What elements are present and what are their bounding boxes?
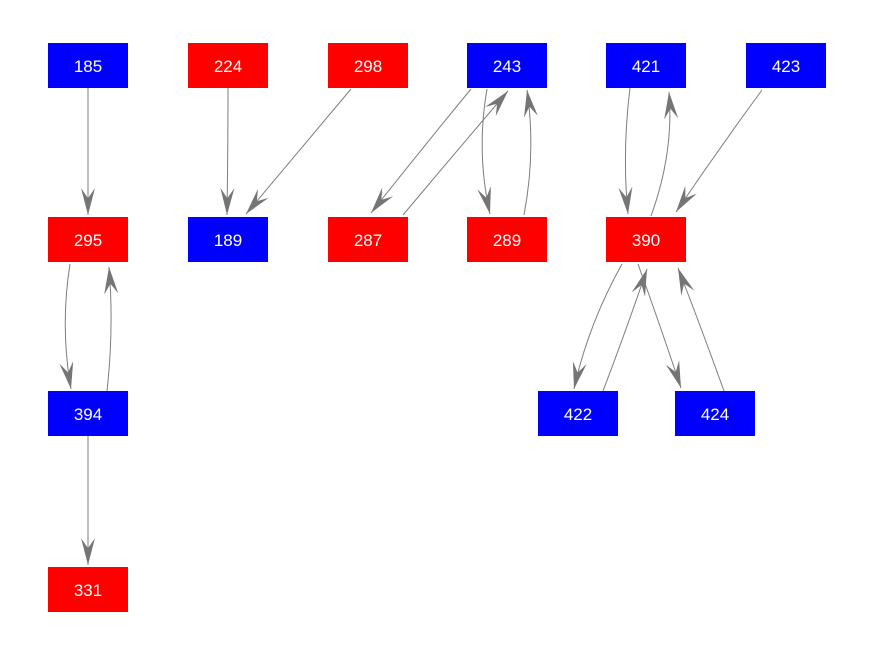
node-331[interactable]: 331 (48, 567, 128, 612)
node-label: 390 (631, 230, 661, 250)
node-189[interactable]: 189 (188, 217, 268, 262)
arrowhead-390-421 (664, 92, 679, 120)
arrowhead-423-390 (676, 185, 697, 212)
node-421[interactable]: 421 (606, 43, 686, 88)
edge-423-390 (675, 89, 763, 213)
arrowhead-394-331 (81, 538, 95, 565)
edge-298-189 (245, 88, 352, 215)
node-label: 394 (73, 404, 103, 424)
arrowhead-289-243 (524, 90, 538, 118)
arrowhead-390-424 (665, 360, 681, 388)
arrowhead-298-189 (246, 188, 269, 214)
arrowhead-243-289 (477, 186, 491, 214)
node-label: 423 (771, 56, 801, 76)
node-287[interactable]: 287 (328, 217, 408, 262)
node-390[interactable]: 390 (606, 217, 686, 262)
arrowhead-394-295 (104, 267, 119, 295)
node-label: 298 (353, 56, 383, 76)
edge-287-243 (402, 90, 509, 216)
node-label: 295 (73, 230, 103, 250)
node-label: 224 (213, 56, 243, 76)
node-label: 189 (213, 230, 243, 250)
arrowhead-295-394 (59, 361, 74, 389)
node-label: 243 (492, 56, 522, 76)
node-295[interactable]: 295 (48, 217, 128, 262)
arrowhead-224-189 (220, 187, 235, 215)
node-394[interactable]: 394 (48, 391, 128, 436)
node-label: 422 (563, 404, 593, 424)
arrowhead-287-243 (485, 91, 508, 117)
arrowhead-422-390 (631, 269, 647, 297)
node-label: 331 (73, 580, 103, 600)
node-label: 421 (631, 56, 661, 76)
node-424[interactable]: 424 (675, 391, 755, 436)
node-label: 185 (73, 56, 103, 76)
node-label: 287 (353, 230, 383, 250)
node-label: 289 (492, 230, 522, 250)
node-224[interactable]: 224 (188, 43, 268, 88)
node-423[interactable]: 423 (746, 43, 826, 88)
edge-243-287 (370, 88, 472, 214)
arrowhead-421-390 (618, 186, 633, 214)
node-298[interactable]: 298 (328, 43, 408, 88)
node-243[interactable]: 243 (467, 43, 547, 88)
node-289[interactable]: 289 (467, 217, 547, 262)
arrowhead-243-287 (371, 187, 394, 213)
node-422[interactable]: 422 (538, 391, 618, 436)
arrowhead-424-390 (678, 268, 695, 296)
arrowhead-390-422 (572, 361, 587, 389)
node-label: 424 (700, 404, 730, 424)
arrowhead-185-295 (81, 188, 95, 215)
node-185[interactable]: 185 (48, 43, 128, 88)
